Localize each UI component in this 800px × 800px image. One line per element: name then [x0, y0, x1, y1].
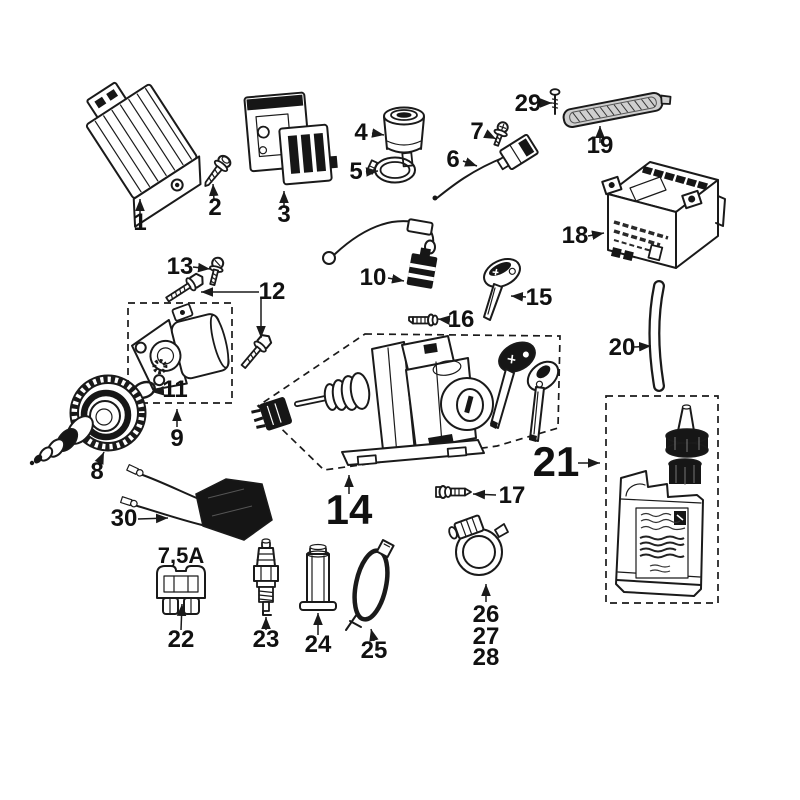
part-6-leader	[462, 157, 478, 167]
part-16-screw	[408, 313, 439, 327]
part-10-cable-assembly	[322, 218, 438, 289]
part-12-bolts	[165, 272, 273, 369]
part-13-leader	[192, 262, 211, 273]
part-6-label: 6	[446, 146, 459, 173]
part-25-cable-tie	[345, 539, 395, 631]
part-4-leader	[371, 128, 385, 138]
part-26-hose-clamp	[448, 514, 509, 576]
part-30-label: 30	[111, 505, 138, 532]
part-24-label: 24	[305, 631, 332, 658]
part-7-screw	[493, 121, 509, 147]
part-8-starter-gear	[29, 374, 147, 466]
part-15-label: 15	[526, 284, 553, 311]
part-labels: 1 2 3 4 5 6 7 29 19 18 10 13 12 15 16 20…	[90, 90, 635, 671]
part-13-screw	[209, 256, 225, 286]
part-25-leader	[369, 628, 379, 642]
part-16-label: 16	[448, 306, 475, 333]
part-19-strap	[562, 92, 672, 128]
battery-terminal-right	[681, 189, 703, 210]
part-10-label: 10	[360, 264, 387, 291]
part-11-leader	[151, 386, 165, 396]
part-28-label: 28	[473, 644, 500, 671]
part-18-leader	[587, 230, 605, 240]
part-1-voltage-regulator	[85, 81, 202, 228]
part-7-label: 7	[470, 118, 483, 145]
part-20-leader	[633, 341, 652, 352]
part-25-label: 25	[361, 637, 388, 664]
part-18-battery	[601, 161, 726, 269]
part-10-leader	[387, 274, 405, 284]
part-9-starter-motor	[127, 302, 233, 404]
part-2-leader	[208, 183, 219, 201]
part-14-label: 14	[326, 486, 373, 533]
part-29-screw	[549, 88, 561, 115]
part-5-clamp	[365, 156, 416, 184]
part-22-fuse	[156, 565, 206, 615]
leader-lines	[94, 98, 652, 642]
battery-terminal-left	[601, 175, 623, 196]
part-2-label: 2	[208, 194, 221, 221]
part-11-label: 11	[162, 376, 187, 403]
part-12-label: 12	[259, 278, 286, 305]
part-3-relay	[243, 91, 338, 186]
part-2-screw	[204, 154, 232, 187]
part-13-label: 13	[167, 253, 194, 280]
bottle	[615, 458, 704, 597]
part-17-label: 17	[499, 482, 526, 509]
wiring-connector	[251, 397, 293, 431]
part-18-label: 18	[562, 222, 589, 249]
part-22-leader	[176, 603, 187, 631]
part-7-leader	[483, 129, 497, 140]
part-27-label: 27	[473, 623, 500, 650]
part-17-screw	[435, 485, 472, 499]
part-15-key	[483, 258, 521, 321]
part-20-label: 20	[609, 334, 636, 361]
part-6-cable	[432, 133, 539, 201]
battery-caps	[642, 166, 708, 190]
part-15-leader	[510, 292, 527, 302]
part-16-leader	[437, 315, 451, 325]
part-14-ignition-switch	[251, 333, 561, 471]
part-8-leader	[94, 451, 105, 465]
part-24-tube	[299, 543, 337, 611]
part-3-label: 3	[277, 201, 290, 228]
part-30-leader	[137, 513, 169, 524]
key-pair	[490, 341, 560, 442]
part-1-label: 1	[133, 209, 146, 236]
part-8-label: 8	[90, 458, 103, 485]
part-4-label: 4	[354, 119, 368, 146]
part-22-label: 22	[168, 626, 195, 653]
part-26-label: 26	[473, 601, 500, 628]
part-29-label: 29	[515, 90, 542, 117]
part-30-cables	[120, 464, 273, 541]
part-20-hose	[648, 280, 665, 392]
part-23-spark-plug	[253, 538, 279, 616]
spout-cap	[665, 404, 709, 458]
part-17-leader	[472, 489, 497, 500]
fuse-rating-label: 7,5A	[158, 543, 205, 568]
part-21-label: 21	[533, 438, 580, 485]
part-5-leader	[365, 167, 379, 177]
part-5-label: 5	[349, 158, 362, 185]
part-19-label: 19	[587, 132, 614, 159]
part-9-label: 9	[170, 425, 183, 452]
part-23-label: 23	[253, 626, 280, 653]
part-21-oil-bottle	[605, 395, 719, 604]
